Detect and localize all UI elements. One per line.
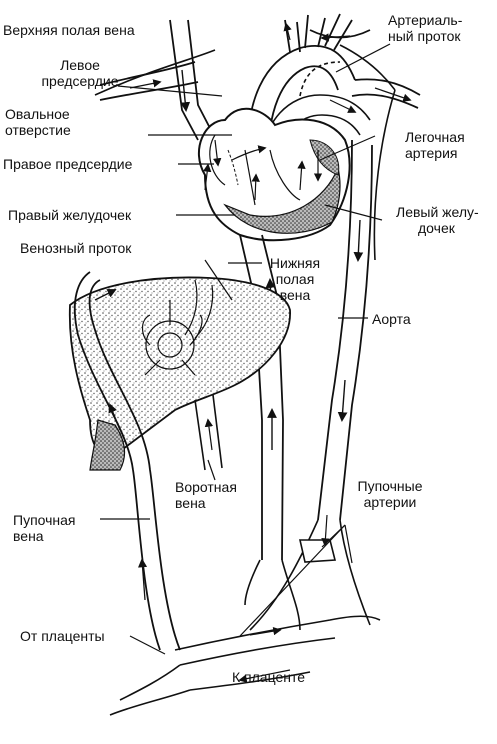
label-portal-vein-line1: Воротная — [175, 479, 237, 495]
label-from-placenta: От плаценты — [20, 628, 105, 644]
label-umbilical-arteries: Пупочные артерии — [340, 478, 440, 510]
umbilical-vein — [73, 271, 181, 651]
label-ductus-venosus: Венозный проток — [20, 240, 132, 256]
leader-lines — [100, 43, 391, 655]
label-umbilical-arteries-line2: артерии — [363, 494, 417, 510]
label-aorta: Аорта — [372, 311, 411, 327]
label-left-ventricle-line1: Левый желу- — [396, 204, 479, 220]
label-pulmonary-artery: Легочная артерия — [405, 129, 465, 161]
label-right-atrium: Правое предсердие — [3, 156, 133, 172]
label-umbilical-vein-line1: Пупочная — [13, 512, 76, 528]
label-ductus-arteriosus-line2: ный проток — [388, 28, 461, 44]
label-foramen-ovale: Овальное отверстие — [5, 106, 71, 138]
label-inferior-vena-cava: Нижняя полая вена — [258, 255, 332, 303]
label-inferior-vena-cava-line1: Нижняя — [269, 255, 321, 271]
label-umbilical-vein: Пупочная вена — [13, 512, 76, 544]
label-foramen-ovale-line1: Овальное — [5, 106, 70, 122]
body-outline — [94, 44, 396, 261]
label-pulmonary-artery-line1: Легочная — [405, 129, 465, 145]
label-left-atrium-line2: предсердие — [41, 73, 119, 89]
label-ductus-arteriosus: Артериаль- ный проток — [388, 12, 462, 44]
label-inferior-vena-cava-line3: вена — [279, 287, 311, 303]
label-portal-vein: Воротная вена — [175, 479, 237, 511]
label-left-atrium: Левое предсердие — [30, 57, 130, 89]
label-left-atrium-line1: Левое — [60, 57, 100, 73]
label-ductus-arteriosus-line1: Артериаль- — [388, 12, 463, 28]
label-left-ventricle: Левый желу- дочек — [396, 204, 479, 236]
label-inferior-vena-cava-line2: полая — [275, 271, 315, 287]
label-superior-vena-cava: Верхняя полая вена — [3, 22, 135, 38]
descending-aorta — [317, 139, 373, 521]
label-right-ventricle: Правый желудочек — [8, 207, 132, 223]
label-left-ventricle-line2: дочек — [418, 220, 455, 236]
superior-vena-cava — [99, 19, 213, 141]
umbilical-arteries — [109, 514, 381, 716]
label-portal-vein-line2: вена — [175, 495, 206, 511]
label-to-placenta: К плаценте — [232, 669, 306, 685]
label-pulmonary-artery-line2: артерия — [405, 145, 458, 161]
heart — [197, 107, 351, 242]
portal-vein — [194, 394, 223, 471]
liver — [68, 276, 291, 457]
label-umbilical-vein-line2: вена — [13, 528, 44, 544]
label-foramen-ovale-line2: отверстие — [5, 122, 71, 138]
label-umbilical-arteries-line1: Пупочные — [357, 478, 423, 494]
